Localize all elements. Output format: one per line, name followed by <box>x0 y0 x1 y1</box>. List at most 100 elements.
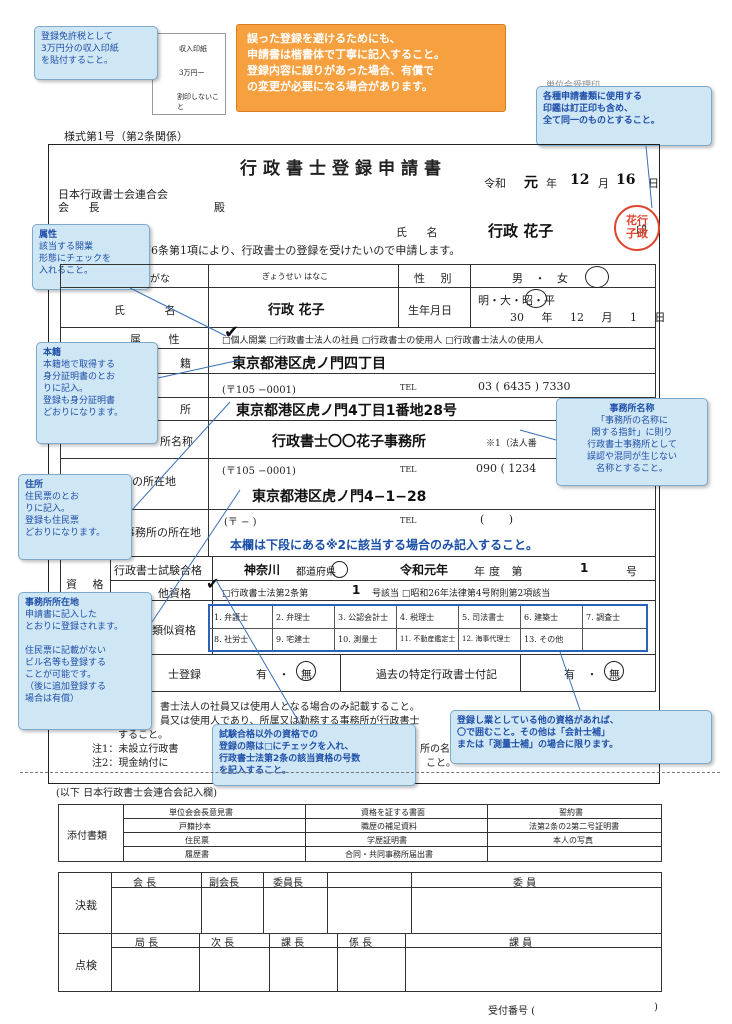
shiken-pref: 神奈川 <box>244 563 281 577</box>
postal-3: (〒 − ) <box>224 517 257 528</box>
stamp-box-line-1: 収入印紙 <box>179 45 207 53</box>
att-r2-c1: 戸籍抄本 <box>179 822 211 831</box>
honseki-title: 本籍 <box>43 348 62 358</box>
att-r1-c2: 資格を証する書面 <box>361 808 425 817</box>
note-5: 注2：現金納付に <box>92 758 169 769</box>
furigana-label: がな <box>150 274 170 285</box>
tenken-head-4: 係 長 <box>349 938 373 949</box>
shiken-pref-unit: 都道府県 <box>296 567 336 578</box>
honseki-callout: 本籍 本籍地で取得する 身分証明書のとお りに記入。 登録も身分証明書 どおりに… <box>36 342 158 444</box>
similar-item-11[interactable]: 11. 不動産鑑定士 <box>400 635 456 643</box>
checkmark-icon: ✔ <box>224 322 240 343</box>
applicant-name: 行政 花子 <box>488 222 554 240</box>
postal-1: (〒105 −0001) <box>222 385 296 396</box>
att-r4-c1: 履歴書 <box>185 850 209 859</box>
applicant-label: 氏 名 <box>396 226 446 239</box>
birth-label: 生年月日 <box>408 304 452 317</box>
date-year-unit: 年 <box>546 177 557 190</box>
similar-item-3[interactable]: 3. 公認会計士 <box>338 613 389 622</box>
similar-item-4[interactable]: 4. 税理士 <box>400 613 435 622</box>
honseki-value: 東京都港区虎ノ門四丁目 <box>232 356 386 372</box>
shiken-era: 令和元年 <box>400 563 449 577</box>
similar-label: 類似資格 <box>152 624 196 637</box>
date-era: 令和 <box>484 177 506 190</box>
other-qual-label: 他資格 <box>158 587 191 600</box>
shiken-callout: 試験合格以外の資格での 登録の際は□にチェックを入れ、 行政書士法第2条の該当資… <box>212 724 416 786</box>
other-qual-tail: 号該当 □昭和26年法律第4号附則第2項該当 <box>372 589 551 599</box>
name-label: 氏 名 <box>114 304 194 317</box>
birth-date: 30 年 12 月 1 日 <box>510 311 666 324</box>
form-title: 行政書士登録申請書 <box>240 159 447 179</box>
att-r1-c1: 単位会会長意見書 <box>169 808 233 817</box>
similar-item-5[interactable]: 5. 司法書士 <box>462 613 505 622</box>
similar-item-8[interactable]: 8. 社労士 <box>214 635 249 644</box>
jimusho-loc-callout: 事務所所在地 申請書に記入した とおりに登録されます。 住民票に記載がない ビル… <box>18 592 152 730</box>
office-name-label: 所名称 <box>160 435 193 448</box>
honseki-label: 籍 <box>180 357 191 370</box>
att-r3-c1: 住民票 <box>185 836 209 845</box>
intro-text: 士法第6条第1項により、行政書士の登録を受けたいので申請します。 <box>118 244 461 257</box>
att-r2-c3: 法第2条の2第二号証明書 <box>529 822 620 831</box>
other-office-label: 事務所の所在地 <box>124 526 201 539</box>
tel-label-1: TEL <box>400 383 417 392</box>
similar-grid: 1. 弁護士 2. 弁理士 3. 公認会計士 4. 税理士 5. 司法書士 6.… <box>208 604 648 652</box>
notice-blue: 本欄は下段にある※2に該当する場合のみ記入すること。 <box>230 538 539 552</box>
shiken-label: 行政書士試験合格 <box>114 564 202 577</box>
receipt-number-label: 受付番号 ( <box>488 1006 536 1017</box>
pref-circle <box>331 561 348 578</box>
date-day: 16 <box>616 172 636 188</box>
similar-item-1[interactable]: 1. 弁護士 <box>214 613 249 622</box>
note-2: 員又は使用人であり、所属又は勤務する事務所が行政書士 <box>160 716 420 727</box>
att-r3-c3: 本人の写真 <box>553 836 593 845</box>
shiken-num: 1 <box>580 561 589 575</box>
jusho-body: 住民票のとお りに記入。 登録も住民票 どおりになります。 <box>25 492 106 538</box>
jimusho-loc-body: 申請書に記入した とおりに登録されます。 住民票に記載がない ビル名等も登録する… <box>25 610 124 704</box>
address-label: 所 <box>180 403 191 416</box>
tenken-head-5: 課 員 <box>509 938 533 949</box>
tenken-label: 点検 <box>75 959 97 972</box>
similar-item-7[interactable]: 7. 調査士 <box>586 613 621 622</box>
other-qual-num: 1 <box>352 583 361 597</box>
revenue-stamp-callout: 登録免許税として 3万円分の収入印紙 を貼付すること。 <box>34 26 158 80</box>
tel-label-2: TEL <box>400 465 417 474</box>
tel-3: ( ) <box>480 513 514 526</box>
address-value: 東京都港区虎ノ門4丁目1番地28号 <box>236 403 457 419</box>
tokutei-label: 士登録 <box>168 668 201 681</box>
attr-options[interactable]: □個人開業 □行政書士法人の社員 □行政書士の使用人 □行政書士法人の使用人 <box>222 336 544 346</box>
section-divider-line <box>20 772 720 773</box>
similar-item-10[interactable]: 10. 測量士 <box>338 635 378 644</box>
gender-circle <box>585 266 609 288</box>
note-5b: こと。 <box>426 758 456 769</box>
kessai-head-4: 委 員 <box>513 878 537 889</box>
stamp-box-line-2: 3万円ー <box>179 69 205 77</box>
jimusho-name-body: 「事務所の名称に 関する指針」に則り 行政書士事務所として 誤認や混同が生じない… <box>586 416 677 474</box>
date-year: 元 <box>524 175 538 191</box>
office-addr-value: 東京都港区虎ノ門4−1−28 <box>252 489 427 505</box>
shiken-num-unit: 号 <box>626 565 637 578</box>
form-id: 様式第1号（第2条関係） <box>64 130 188 143</box>
similar-item-9[interactable]: 9. 宅建士 <box>276 635 311 644</box>
similar-item-2[interactable]: 2. 弁理士 <box>276 613 311 622</box>
postal-2: (〒105 −0001) <box>222 466 296 477</box>
similar-item-12[interactable]: 12. 海事代理士 <box>462 635 511 643</box>
att-r4-c2: 合同・共同事務所届出書 <box>345 850 433 859</box>
jimusho-name-title: 事務所名称 <box>609 404 655 414</box>
note-3: すること。 <box>118 730 168 741</box>
similar-item-6[interactable]: 6. 建築士 <box>524 613 559 622</box>
tenken-head-3: 課 長 <box>281 938 305 949</box>
attachments-table: 添付書類 単位会会長意見書 資格を証する書面 誓約書 戸籍抄本 職歴の補足資料 … <box>58 804 662 862</box>
jimusho-name-callout: 事務所名称 「事務所の名称に 関する指針」に則り 行政書士事務所として 誤認や混… <box>556 398 708 486</box>
other-qual-text[interactable]: □行政書士法第2条第 <box>222 589 309 599</box>
stamp-box-line-3: 割印しないこと <box>177 93 219 111</box>
section-divider-label: (以下 日本行政書士会連合会記入欄) <box>56 788 217 799</box>
furigana-value: ぎょうせい はなこ <box>262 272 329 281</box>
similar-item-13[interactable]: 13. その他 <box>524 635 564 644</box>
kessai-label: 決裁 <box>75 899 97 912</box>
date-month-unit: 月 <box>598 177 609 190</box>
tenken-head-1: 局 長 <box>135 938 159 949</box>
shiken-year-label: 年度 第 <box>474 565 527 578</box>
tenken-head-2: 次 長 <box>211 938 235 949</box>
zokusei-body: 該当する開業 形態にチェックを 入れること。 <box>39 242 112 276</box>
date-month: 12 <box>570 172 590 188</box>
